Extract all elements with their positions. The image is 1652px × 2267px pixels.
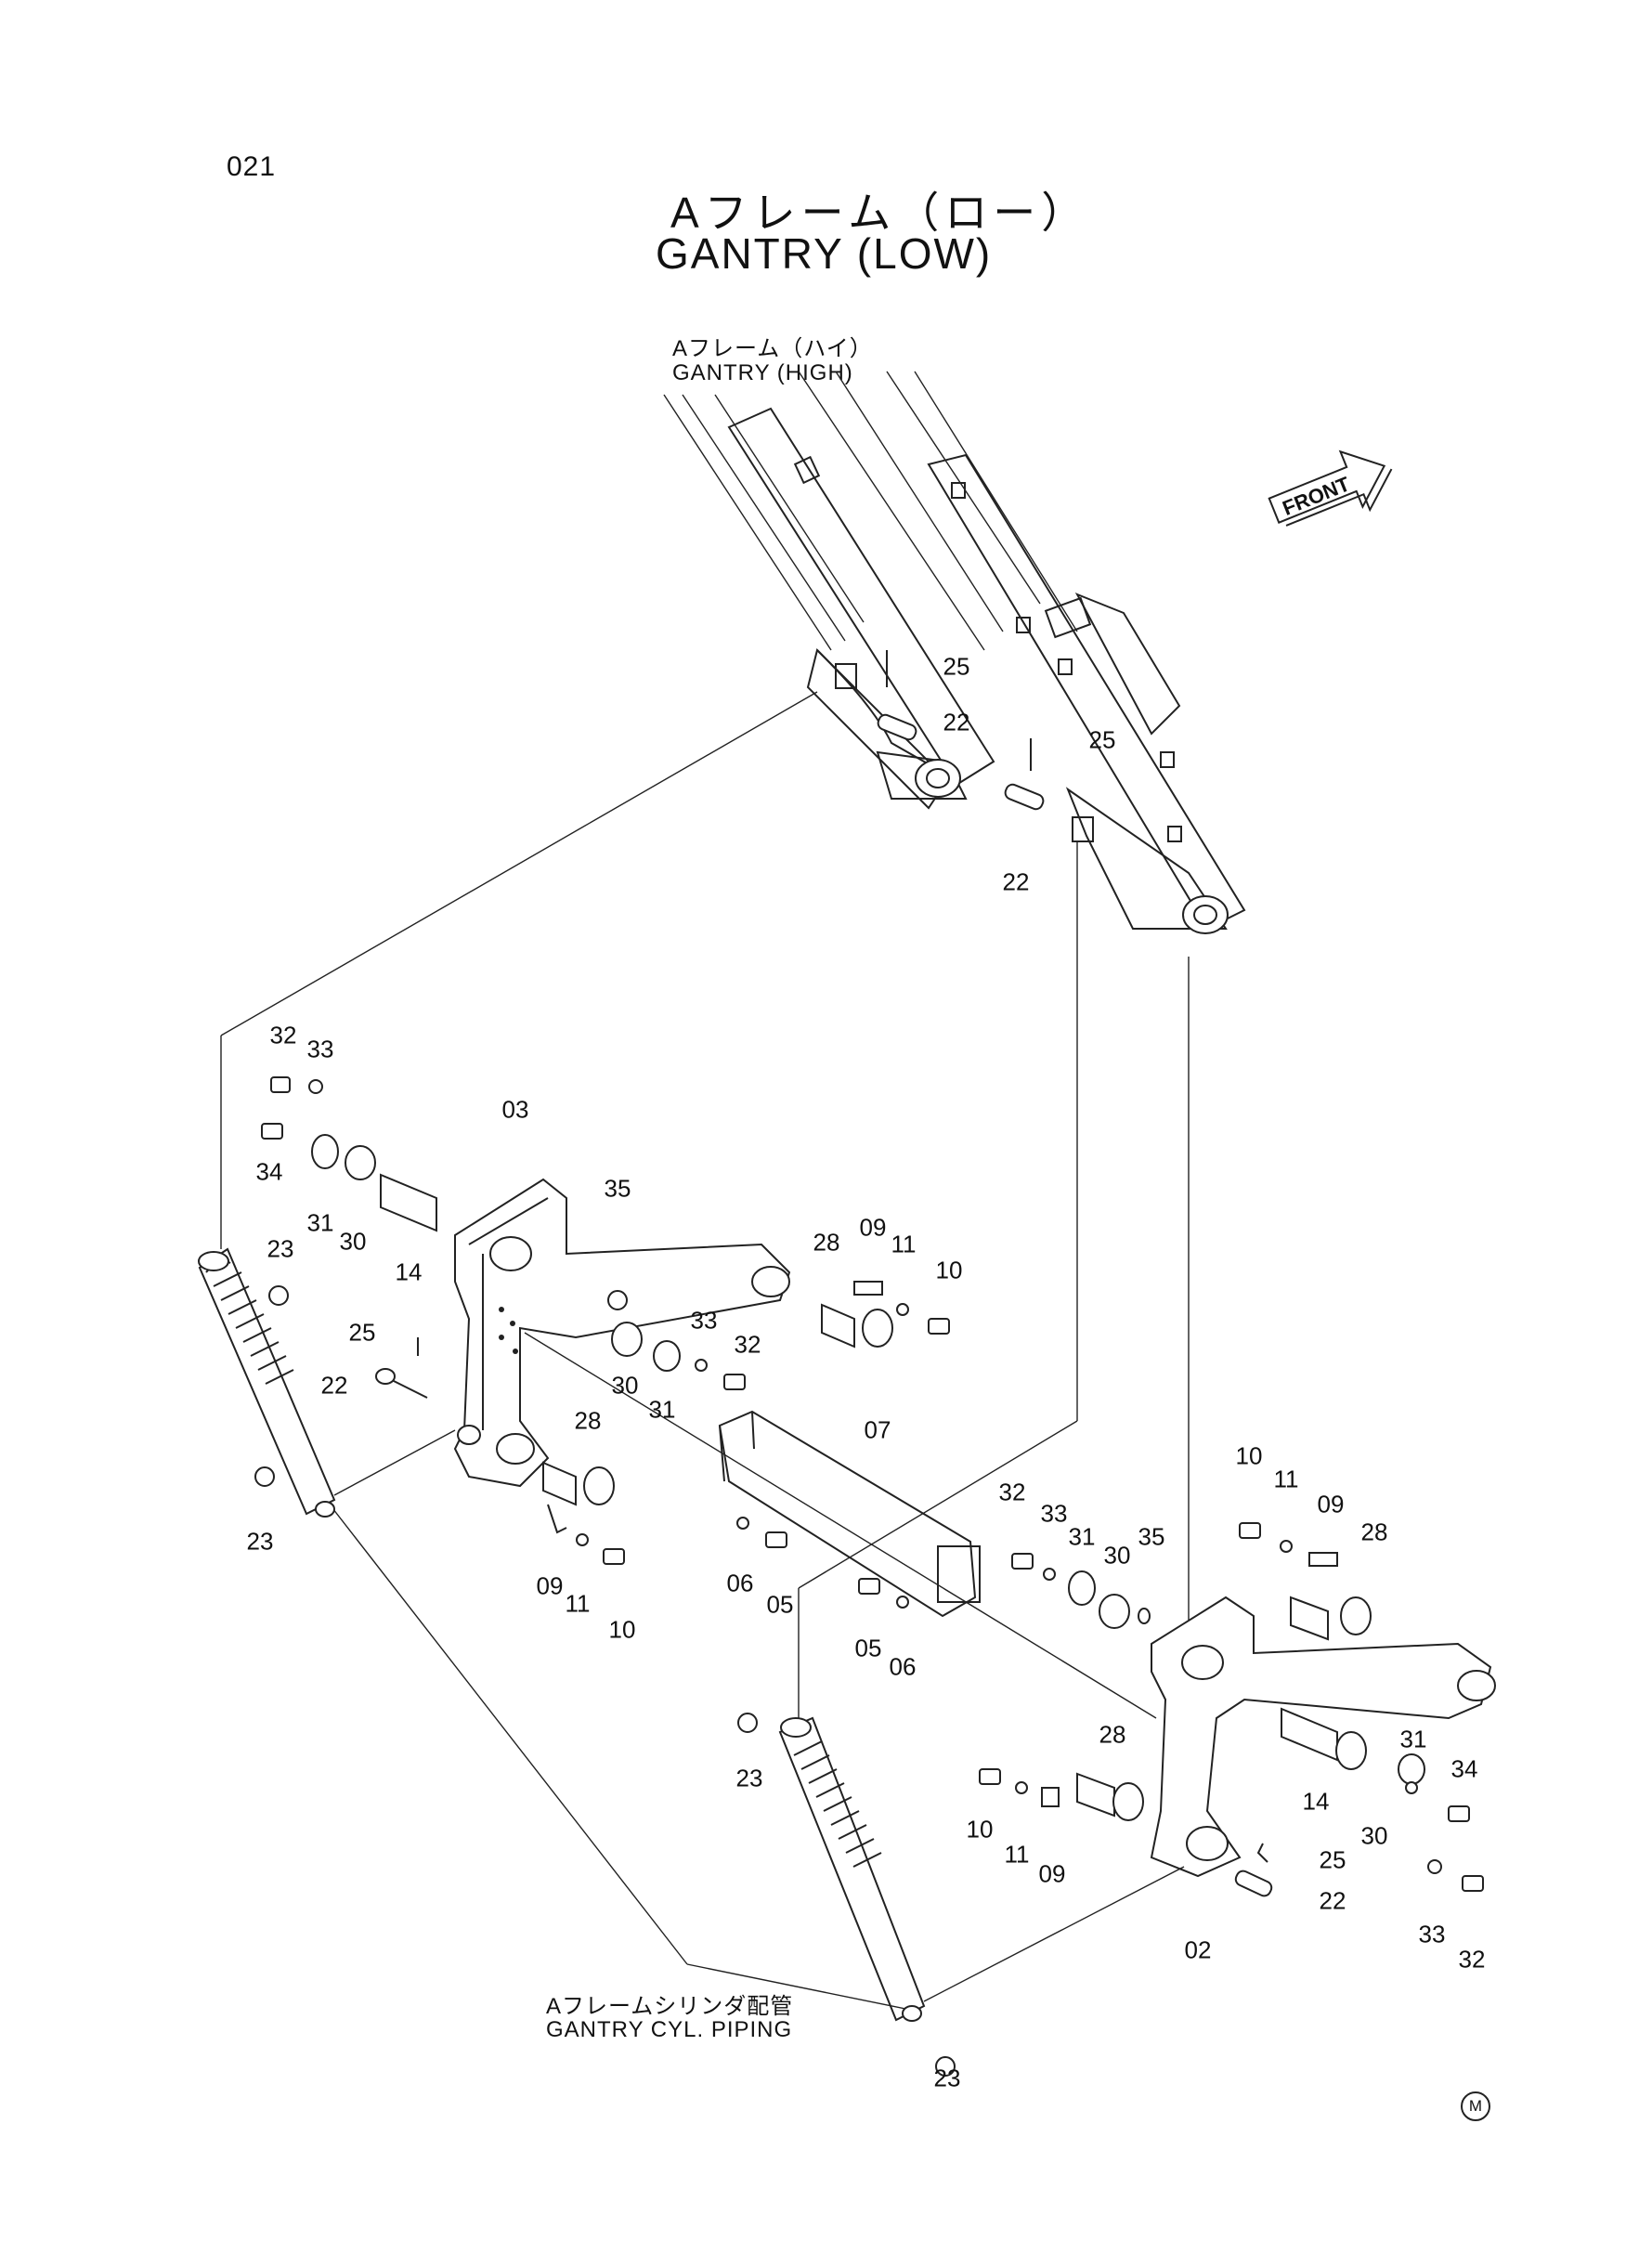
hardware-parts <box>254 1076 1484 2077</box>
part-number-10: 10 <box>966 1815 994 1844</box>
part-number-30: 30 <box>611 1371 639 1400</box>
part-number-22: 22 <box>1002 867 1030 896</box>
part-number-09: 09 <box>1317 1490 1345 1518</box>
part-number-33: 33 <box>690 1306 718 1335</box>
part-number-22: 22 <box>1319 1886 1346 1915</box>
part-number-34: 34 <box>255 1157 283 1186</box>
left-gantry-cylinder <box>198 1247 336 1518</box>
part-number-25: 25 <box>1319 1845 1346 1874</box>
part-number-28: 28 <box>813 1228 840 1257</box>
part-number-30: 30 <box>1103 1541 1131 1570</box>
part-number-32: 32 <box>269 1021 297 1049</box>
part-number-25: 25 <box>348 1318 376 1347</box>
part-number-10: 10 <box>935 1256 963 1284</box>
part-number-31: 31 <box>648 1395 676 1424</box>
part-number-32: 32 <box>1458 1945 1486 1974</box>
part-number-09: 09 <box>859 1213 887 1242</box>
callout-piping-en: GANTRY CYL. PIPING <box>546 2017 793 2042</box>
part-number-28: 28 <box>574 1406 602 1435</box>
m-marker: M <box>1461 2091 1490 2121</box>
part-number-09: 09 <box>536 1571 564 1600</box>
part-number-10: 10 <box>1235 1441 1263 1470</box>
part-number-28: 28 <box>1360 1518 1388 1546</box>
part-number-22: 22 <box>943 708 970 736</box>
page-number: 021 <box>227 151 277 182</box>
part-number-23: 23 <box>267 1234 294 1263</box>
part-number-02: 02 <box>1184 1935 1212 1964</box>
part-number-03: 03 <box>501 1095 529 1124</box>
title-japanese: Aフレーム（ロー） <box>670 189 1090 237</box>
part-number-23: 23 <box>735 1764 763 1792</box>
part-number-35: 35 <box>604 1174 631 1203</box>
part-number-25: 25 <box>1088 725 1116 754</box>
part-number-23: 23 <box>246 1527 274 1556</box>
part-number-06: 06 <box>726 1569 754 1597</box>
left-bracket-03 <box>453 1178 791 1488</box>
part-number-30: 30 <box>339 1227 367 1256</box>
part-number-11: 11 <box>565 1589 591 1618</box>
part-number-11: 11 <box>891 1230 917 1258</box>
part-number-07: 07 <box>864 1415 891 1444</box>
part-number-33: 33 <box>1418 1920 1446 1948</box>
part-number-33: 33 <box>1040 1499 1068 1528</box>
leader-lines <box>220 691 1190 2012</box>
part-number-31: 31 <box>1068 1522 1096 1551</box>
callout-gantry-high-jp: Aフレーム（ハイ） <box>672 336 873 361</box>
part-number-05: 05 <box>854 1634 882 1662</box>
part-number-14: 14 <box>1302 1787 1330 1816</box>
part-number-35: 35 <box>1138 1522 1165 1551</box>
gantry-high-frame <box>663 371 1246 934</box>
part-number-32: 32 <box>998 1478 1026 1506</box>
part-number-25: 25 <box>943 652 970 681</box>
part-number-31: 31 <box>1399 1725 1427 1753</box>
part-number-11: 11 <box>1004 1840 1030 1869</box>
part-number-28: 28 <box>1099 1720 1126 1749</box>
part-number-34: 34 <box>1450 1754 1478 1783</box>
cross-beam-07 <box>718 1410 981 1618</box>
part-number-22: 22 <box>320 1371 348 1400</box>
part-number-23: 23 <box>933 2064 961 2092</box>
part-number-30: 30 <box>1360 1821 1388 1850</box>
part-number-05: 05 <box>766 1590 794 1619</box>
part-number-09: 09 <box>1038 1859 1066 1888</box>
callout-piping-jp: Aフレームシリンダ配管 <box>546 1994 794 2019</box>
part-number-32: 32 <box>734 1330 761 1359</box>
right-bracket-02 <box>1150 1596 1496 1878</box>
part-number-10: 10 <box>608 1615 636 1644</box>
part-number-11: 11 <box>1273 1465 1299 1493</box>
front-direction-arrow: FRONT <box>1268 449 1393 527</box>
part-number-14: 14 <box>395 1257 423 1286</box>
lower-gantry-cylinder <box>778 1716 926 2022</box>
part-number-31: 31 <box>306 1208 334 1237</box>
part-number-33: 33 <box>306 1035 334 1063</box>
title-english: GANTRY (LOW) <box>656 229 993 278</box>
callout-gantry-high-en: GANTRY (HIGH) <box>672 360 853 385</box>
part-number-06: 06 <box>889 1652 917 1681</box>
